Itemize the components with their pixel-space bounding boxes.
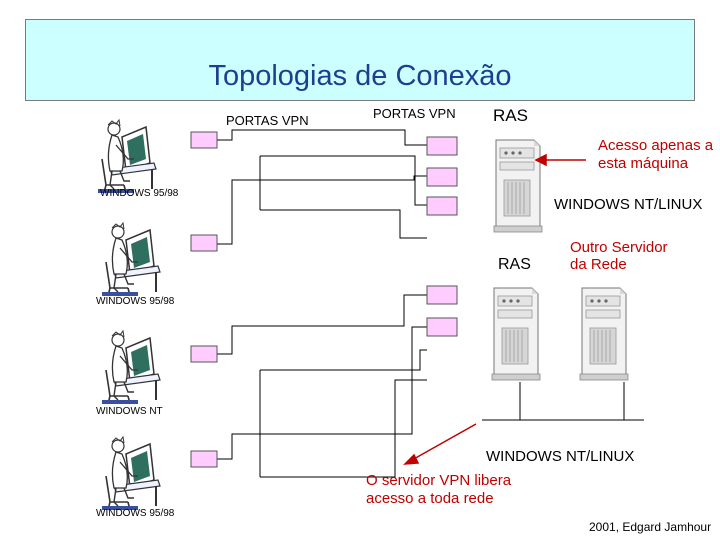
- vpn-port-server-2: [426, 167, 458, 187]
- title-box: Topologias de Conexão: [25, 19, 695, 101]
- vpn-note-line1: O servidor VPN libera: [366, 472, 512, 489]
- connection-line-2: [217, 175, 427, 245]
- client-computer-icon-2: [101, 222, 161, 297]
- client-computer-icon-3: [101, 330, 161, 405]
- credit-label: 2001, Edgard Jamhour: [589, 520, 712, 534]
- other-server-note: Outro Servidor da Rede: [570, 239, 668, 273]
- access-note-line2: esta máquina: [598, 155, 689, 172]
- connection-line-8: [260, 379, 427, 478]
- connection-line-6: [260, 209, 427, 239]
- server-os-label-bottom: WINDOWS NT/LINUX: [486, 448, 635, 465]
- connection-lines: [217, 129, 644, 478]
- client-os-label-3: WINDOWS NT: [96, 406, 163, 417]
- ras-server-icon-bottom: [491, 287, 541, 381]
- vpn-port-server-3: [426, 196, 458, 216]
- client-os-label-1: WINDOWS 95/98: [100, 188, 179, 199]
- server-os-label-top: WINDOWS NT/LINUX: [554, 196, 703, 213]
- vpn-ports-label-left: PORTAS VPN: [226, 113, 309, 128]
- vpn-port-client-1: [190, 131, 218, 149]
- ras-label-bottom: RAS: [498, 256, 531, 273]
- connection-line-3: [217, 294, 427, 355]
- network-server-icon: [579, 287, 629, 381]
- vpn-port-client-3: [190, 345, 218, 363]
- vpn-ports-label-right: PORTAS VPN: [373, 106, 456, 121]
- connection-line-5: [260, 155, 427, 206]
- access-note: Acesso apenas a esta máquina: [598, 137, 713, 173]
- connection-line-7: [260, 349, 427, 371]
- client-computer-icon-1: [97, 119, 157, 194]
- vpn-port-server-1: [426, 136, 458, 156]
- ras-label-top: RAS: [493, 106, 528, 125]
- vpn-note: O servidor VPN libera acesso a toda rede: [366, 472, 511, 508]
- vpn-port-server-4: [426, 285, 458, 305]
- vpn-port-client-2: [190, 234, 218, 252]
- access-note-arrowhead: [534, 153, 547, 167]
- client-computer-icon-4: [101, 436, 161, 511]
- vpn-port-server-5: [426, 317, 458, 337]
- annotation-arrows: [403, 153, 586, 465]
- vpn-note-arrow: [411, 423, 477, 461]
- vpn-port-client-4: [190, 450, 218, 468]
- ras-server-icon-top: [493, 139, 543, 233]
- client-os-label-4: WINDOWS 95/98: [96, 508, 175, 519]
- client-os-label-2: WINDOWS 95/98: [96, 296, 175, 307]
- other-server-line1: Outro Servidor: [570, 239, 668, 256]
- connection-line-1: [217, 129, 427, 146]
- access-note-line1: Acesso apenas a: [598, 137, 714, 154]
- page-title: Topologias de Conexão: [208, 60, 512, 92]
- connection-line-4: [217, 326, 427, 460]
- other-server-line2: da Rede: [570, 256, 627, 273]
- vpn-ports: [190, 131, 458, 468]
- vpn-note-line2: acesso a toda rede: [366, 490, 494, 507]
- vpn-note-arrowhead: [403, 453, 420, 465]
